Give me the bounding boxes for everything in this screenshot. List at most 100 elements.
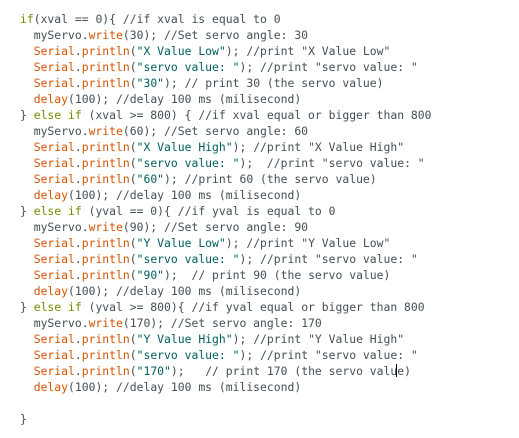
- code-line: Serial.println("170"); // print 170 (the…: [20, 363, 432, 379]
- code-line: Serial.println("60"); //print 60 (the se…: [20, 171, 432, 187]
- code-token-function: delay: [33, 380, 69, 394]
- code-token-keyword: else: [33, 204, 62, 218]
- code-token-plain: (100);: [68, 188, 117, 202]
- code-token-plain: (: [129, 252, 137, 266]
- code-token-plain: );: [164, 268, 192, 282]
- code-token-plain: }: [20, 108, 34, 122]
- code-token-function: write: [88, 124, 123, 138]
- code-token-plain: [20, 332, 34, 346]
- code-token-plain: myServo.: [20, 124, 89, 138]
- code-token-function: write: [88, 316, 123, 330]
- code-token-plain: (xval == 0){: [33, 12, 123, 26]
- code-token-plain: myServo.: [20, 316, 89, 330]
- code-token-plain: (yval >= 800){: [81, 300, 192, 314]
- code-token-plain: (90);: [122, 220, 165, 234]
- code-token-function: delay: [33, 92, 69, 106]
- code-token-plain: (yval == 0){: [81, 204, 178, 218]
- code-token-plain: [20, 364, 34, 378]
- code-token-plain: .: [74, 156, 82, 170]
- code-token-plain: );: [164, 76, 185, 90]
- code-token-plain: [61, 204, 68, 218]
- code-token-plain: (: [129, 44, 137, 58]
- code-line: } else if (yval >= 800){ //if yval equal…: [20, 299, 432, 315]
- code-line: delay(100); //delay 100 ms (milisecond): [20, 283, 432, 299]
- code-token-comment: //Set servo angle: 170: [170, 316, 322, 330]
- code-token-plain: );: [239, 156, 267, 170]
- code-token-plain: (170);: [122, 316, 171, 330]
- code-line: delay(100); //delay 100 ms (milisecond): [20, 187, 432, 203]
- code-token-function: delay: [33, 284, 69, 298]
- code-token-plain: [20, 268, 34, 282]
- code-token-function: println: [81, 60, 130, 74]
- code-token-comment: // print 90 (the servo value): [191, 268, 391, 282]
- code-token-plain: [20, 348, 34, 362]
- code-token-function: Serial: [33, 60, 75, 74]
- code-line: Serial.println("90"); // print 90 (the s…: [20, 267, 432, 283]
- code-token-plain: (60);: [122, 124, 165, 138]
- code-token-string: "servo value: ": [136, 60, 240, 74]
- code-token-function: Serial: [33, 348, 75, 362]
- code-token-comment: //Set servo angle: 90: [164, 220, 309, 234]
- code-token-plain: );: [225, 236, 247, 250]
- code-line: }: [20, 411, 432, 427]
- code-token-plain: (: [129, 236, 137, 250]
- code-token-plain: (: [129, 172, 137, 186]
- code-token-comment: //print "servo value: ": [260, 252, 418, 266]
- code-line: [20, 395, 432, 411]
- code-token-plain: .: [74, 332, 82, 346]
- code-token-comment: //print "X Value High": [253, 140, 405, 154]
- code-token-function: Serial: [33, 364, 75, 378]
- code-token-string: "90": [136, 268, 165, 282]
- code-token-plain: myServo.: [20, 220, 89, 234]
- code-text-area[interactable]: if(xval == 0){ //if xval is equal to 0 m…: [20, 11, 432, 427]
- code-token-function: println: [81, 140, 130, 154]
- code-token-comment: //print "X Value Low": [246, 44, 391, 58]
- code-token-plain: (: [129, 60, 137, 74]
- code-line: Serial.println("X Value Low"); //print "…: [20, 43, 432, 59]
- code-token-function: println: [81, 268, 130, 282]
- code-line: Serial.println("servo value: "); //print…: [20, 155, 432, 171]
- code-token-plain: .: [74, 364, 82, 378]
- code-token-keyword: if: [20, 12, 34, 26]
- code-line: myServo.write(60); //Set servo angle: 60: [20, 123, 432, 139]
- code-token-string: "X Value Low": [136, 44, 226, 58]
- code-line: } else if (xval >= 800) { //if xval equa…: [20, 107, 432, 123]
- code-line: delay(100); //delay 100 ms (milisecond): [20, 379, 432, 395]
- code-line: Serial.println("Y Value Low"); //print "…: [20, 235, 432, 251]
- code-line: Serial.println("servo value: "); //print…: [20, 251, 432, 267]
- code-token-plain: .: [74, 252, 82, 266]
- code-token-plain: .: [74, 140, 82, 154]
- code-line: Serial.println("X Value High"); //print …: [20, 139, 432, 155]
- code-line: delay(100); //delay 100 ms (milisecond): [20, 91, 432, 107]
- code-token-function: Serial: [33, 236, 75, 250]
- code-token-comment: //print "Y Value Low": [246, 236, 391, 250]
- code-token-comment: //delay 100 ms (milisecond): [116, 380, 302, 394]
- code-token-comment: //print "servo value: ": [260, 60, 418, 74]
- code-token-comment: //print 60 (the servo value): [184, 172, 377, 186]
- code-token-string: "servo value: ": [136, 252, 240, 266]
- code-token-comment: //delay 100 ms (milisecond): [116, 188, 302, 202]
- code-token-plain: [20, 252, 34, 266]
- code-token-comment: //if xval equal or bigger than 800: [198, 108, 432, 122]
- code-token-plain: myServo.: [20, 28, 89, 42]
- code-token-string: "Y Value Low": [136, 236, 226, 250]
- code-token-plain: [20, 380, 34, 394]
- code-token-plain: );: [225, 44, 247, 58]
- code-line: myServo.write(170); //Set servo angle: 1…: [20, 315, 432, 331]
- code-token-plain: [61, 108, 68, 122]
- code-token-plain: (: [129, 348, 137, 362]
- code-line: Serial.println("30"); // print 30 (the s…: [20, 75, 432, 91]
- code-token-comment: //Set servo angle: 30: [164, 28, 309, 42]
- code-token-string: "servo value: ": [136, 156, 240, 170]
- code-token-plain: }: [20, 300, 34, 314]
- code-token-string: "170": [136, 364, 171, 378]
- code-token-comment: // print 30 (the servo value): [184, 76, 384, 90]
- code-line: myServo.write(30); //Set servo angle: 30: [20, 27, 432, 43]
- code-token-plain: (: [129, 76, 137, 90]
- code-token-function: println: [81, 348, 130, 362]
- code-token-plain: [20, 44, 34, 58]
- code-token-plain: .: [74, 348, 82, 362]
- code-token-comment: //print "Y Value High": [253, 332, 405, 346]
- code-token-function: write: [88, 220, 123, 234]
